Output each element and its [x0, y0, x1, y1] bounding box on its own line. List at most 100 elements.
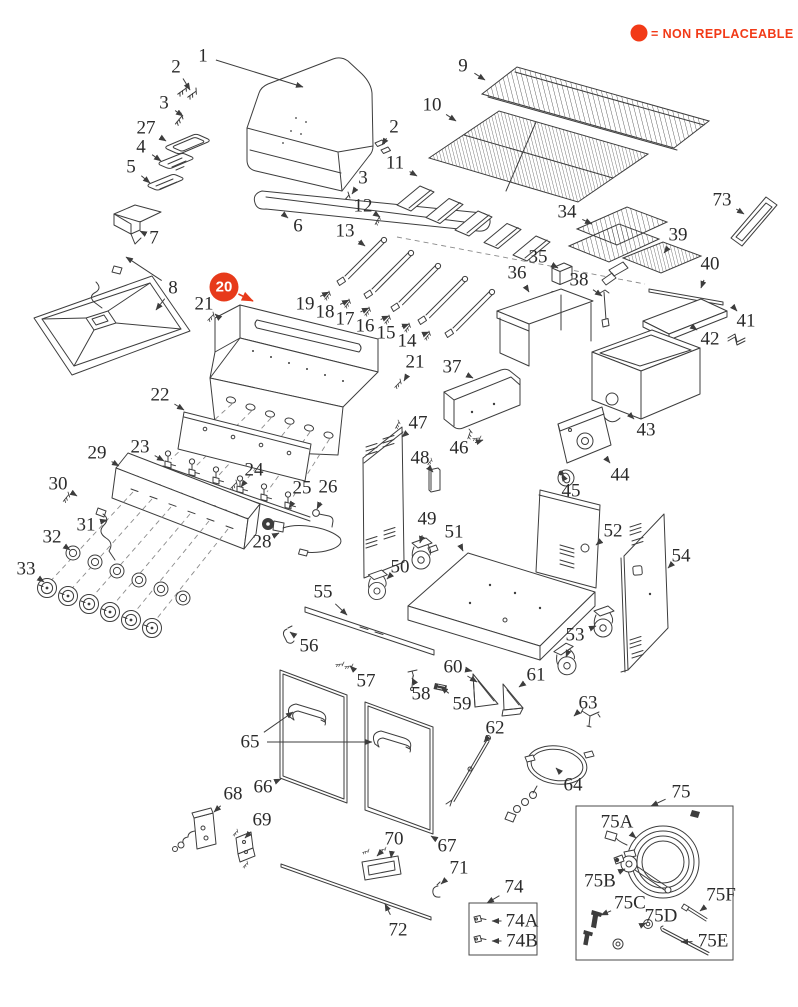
svg-text:32: 32 — [43, 527, 62, 548]
part-label-14: 14 — [398, 331, 430, 352]
svg-text:67: 67 — [438, 836, 457, 857]
part-label-26: 26 — [316, 477, 338, 510]
part-label-44: 44 — [603, 455, 631, 486]
part-label-17: 17 — [336, 307, 370, 330]
svg-text:48: 48 — [411, 448, 430, 469]
svg-text:43: 43 — [637, 420, 656, 441]
svg-text:39: 39 — [669, 225, 688, 246]
part-54-right-side-panel — [620, 513, 669, 673]
svg-text:64: 64 — [564, 775, 584, 796]
part-40-support-rail — [648, 288, 724, 306]
part-label-42: 42 — [689, 323, 720, 350]
svg-text:69: 69 — [253, 810, 272, 831]
svg-text:75C: 75C — [614, 893, 646, 914]
part-label-15: 15 — [377, 323, 410, 344]
part-41-clip-bracket — [727, 333, 746, 346]
svg-text:26: 26 — [319, 477, 338, 498]
svg-text:4: 4 — [136, 137, 146, 158]
part-68-igniter-transformer — [172, 807, 217, 852]
part-label-40: 40 — [701, 254, 720, 289]
part-label-32: 32 — [43, 527, 71, 551]
svg-text:30: 30 — [49, 474, 68, 495]
part-5-name-plate — [147, 174, 184, 191]
part-9-warming-rack — [480, 66, 711, 151]
svg-text:13: 13 — [336, 221, 355, 242]
svg-text:58: 58 — [412, 684, 431, 705]
part-label-39: 39 — [663, 225, 688, 254]
part-label-75C: 75C — [600, 893, 646, 916]
part-1-hood — [246, 57, 374, 192]
svg-text:23: 23 — [131, 437, 150, 458]
part-label-59: 59 — [440, 686, 472, 715]
svg-text:8: 8 — [168, 278, 178, 299]
part-label-74B: 74B — [491, 931, 538, 952]
legend: = NON REPLACEABLE — [630, 24, 793, 42]
part-52-rear-panel — [535, 489, 601, 589]
svg-text:20: 20 — [216, 279, 233, 296]
part-75-hose-kit-box — [575, 805, 734, 961]
part-label-56: 56 — [289, 631, 319, 657]
svg-text:60: 60 — [444, 657, 463, 678]
part-label-21: 21 — [403, 352, 425, 382]
svg-text:57: 57 — [357, 671, 376, 692]
part-label-6: 6 — [280, 211, 303, 237]
part-63-clip-tripod — [580, 708, 601, 728]
svg-text:73: 73 — [713, 190, 732, 211]
part-label-50: 50 — [386, 557, 410, 580]
part-2-hinge-screws-left — [175, 84, 200, 101]
svg-text:3: 3 — [159, 93, 169, 114]
svg-text:41: 41 — [737, 311, 756, 332]
svg-text:15: 15 — [377, 323, 396, 344]
burner-axis-dashed-line — [396, 236, 646, 285]
svg-text:17: 17 — [336, 309, 355, 330]
svg-text:75F: 75F — [706, 885, 736, 906]
svg-text:29: 29 — [88, 443, 107, 464]
svg-text:22: 22 — [151, 385, 170, 406]
part-21-screw-right — [392, 378, 404, 390]
svg-text:1: 1 — [198, 46, 208, 67]
svg-text:31: 31 — [77, 515, 96, 536]
right-door-handle — [373, 730, 412, 753]
part-label-55: 55 — [314, 582, 348, 616]
svg-text:75E: 75E — [698, 931, 729, 952]
svg-text:54: 54 — [672, 546, 692, 567]
svg-text:16: 16 — [356, 316, 375, 337]
part-label-69: 69 — [244, 810, 272, 839]
part-label-2: 2 — [171, 57, 191, 91]
part-62-tank-rod — [445, 735, 491, 807]
part-label-41: 41 — [730, 303, 756, 332]
assembly-dashed-axes-lower — [45, 491, 229, 627]
part-label-49: 49 — [418, 509, 437, 544]
part-38-side-electrode — [599, 289, 610, 328]
part-55-support-bar — [304, 606, 435, 656]
part-label-37: 37 — [443, 357, 474, 379]
part-label-1: 1 — [198, 46, 304, 88]
part-label-75F: 75F — [699, 885, 736, 912]
part-label-12: 12 — [354, 196, 381, 218]
part-label-10: 10 — [423, 95, 457, 122]
svg-text:6: 6 — [293, 216, 303, 237]
part-label-27: 27 — [137, 118, 167, 142]
part-4-logo-plate — [158, 153, 194, 171]
svg-text:42: 42 — [701, 329, 720, 350]
part-66-left-door — [279, 669, 348, 804]
svg-text:46: 46 — [450, 438, 469, 459]
part-43-side-burner-box — [591, 329, 701, 423]
part-label-62: 62 — [483, 718, 505, 743]
part-71-hook — [432, 881, 441, 898]
svg-text:49: 49 — [418, 509, 437, 530]
svg-text:70: 70 — [385, 829, 404, 850]
part-label-74A: 74A — [491, 911, 539, 932]
part-label-2: 2 — [381, 117, 399, 146]
part-label-75D: 75D — [638, 906, 677, 929]
svg-text:36: 36 — [508, 263, 527, 284]
part-label-72: 72 — [384, 903, 408, 941]
part-label-67: 67 — [430, 836, 457, 857]
svg-text:44: 44 — [611, 465, 631, 486]
part-label-4: 4 — [136, 137, 162, 162]
part-10-cooking-grates — [427, 110, 650, 203]
svg-text:55: 55 — [314, 582, 333, 603]
svg-text:11: 11 — [386, 153, 404, 174]
part-label-19: 19 — [296, 291, 330, 315]
